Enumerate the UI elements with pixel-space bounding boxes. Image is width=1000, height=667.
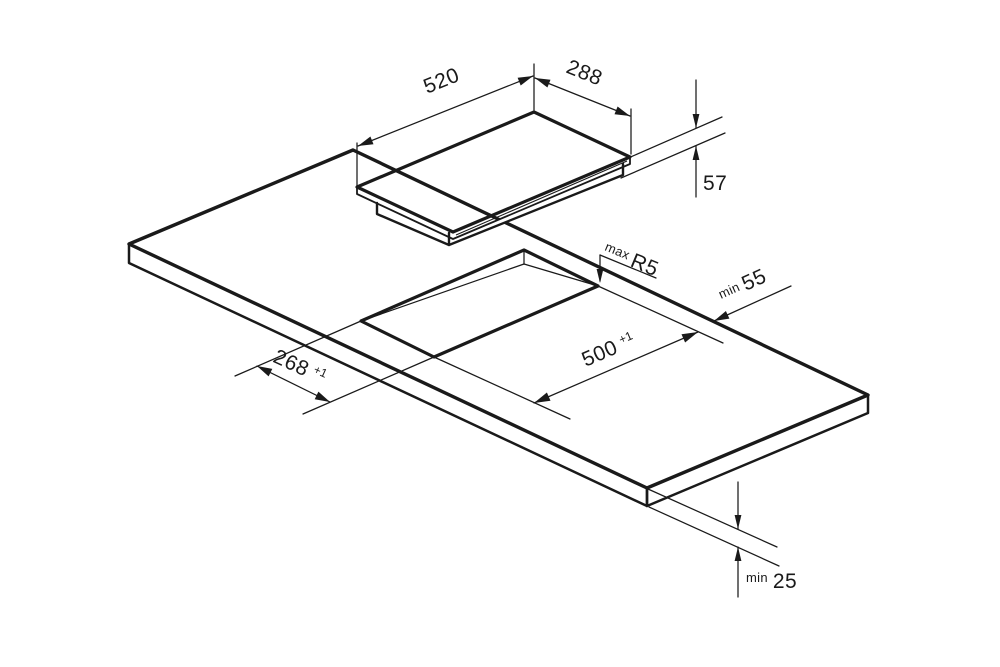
extension-line xyxy=(234,320,362,377)
arrowhead xyxy=(596,269,604,283)
arrowhead xyxy=(714,311,730,321)
rear-edge-clearance-label: min55 xyxy=(715,265,770,307)
worktop xyxy=(127,148,870,508)
dimension-cutout-corner-radius: maxR5 xyxy=(596,238,662,283)
arrowhead xyxy=(358,136,374,146)
dimension-line xyxy=(534,77,631,117)
dimension-line xyxy=(357,75,534,147)
dimension-cutout-width: 268+1 xyxy=(234,320,435,415)
arrowhead xyxy=(534,392,551,403)
cutout-inner-edge-left xyxy=(360,263,525,322)
cutout-corner-radius-label: maxR5 xyxy=(600,238,662,281)
arrowhead xyxy=(734,547,742,561)
arrowhead xyxy=(314,391,330,402)
arrowhead xyxy=(681,332,698,343)
extension-line xyxy=(433,356,571,420)
hob-height-label: 57 xyxy=(703,172,727,195)
dimension-cutout-length: 500+1 xyxy=(433,285,724,420)
arrowhead xyxy=(517,76,533,86)
extension-line xyxy=(647,488,778,548)
hob-width-label: 520 xyxy=(420,63,463,98)
arrowhead xyxy=(614,106,630,116)
cutout-length-label: 500+1 xyxy=(578,328,638,371)
hob xyxy=(355,110,632,247)
dimension-rear-edge-clearance: min55 xyxy=(713,265,792,322)
arrowhead xyxy=(535,78,551,88)
worktop-front-left-face xyxy=(127,242,649,508)
dimension-hob-height: 57 xyxy=(620,79,727,198)
dimension-hob-depth: 288 xyxy=(534,55,632,155)
worktop-front-right-face xyxy=(645,393,870,508)
extension-line xyxy=(625,116,723,160)
arrowhead xyxy=(257,366,273,377)
dimension-line xyxy=(533,331,699,404)
arrowhead xyxy=(692,146,700,160)
cutout-inner-edge-right xyxy=(523,263,599,287)
worktop-cutout xyxy=(359,248,600,359)
extension-line xyxy=(648,506,780,567)
hob-depth-label: 288 xyxy=(563,55,606,90)
leader-landing-line xyxy=(599,254,657,279)
worktop-top-face xyxy=(127,148,870,490)
extension-line xyxy=(597,285,724,344)
cutout-opening xyxy=(359,248,600,359)
extension-line xyxy=(302,356,435,415)
hob-glass-edge-highlight xyxy=(455,160,628,236)
extension-line xyxy=(620,132,726,179)
arrowhead xyxy=(692,114,700,128)
arrowhead xyxy=(734,515,742,529)
